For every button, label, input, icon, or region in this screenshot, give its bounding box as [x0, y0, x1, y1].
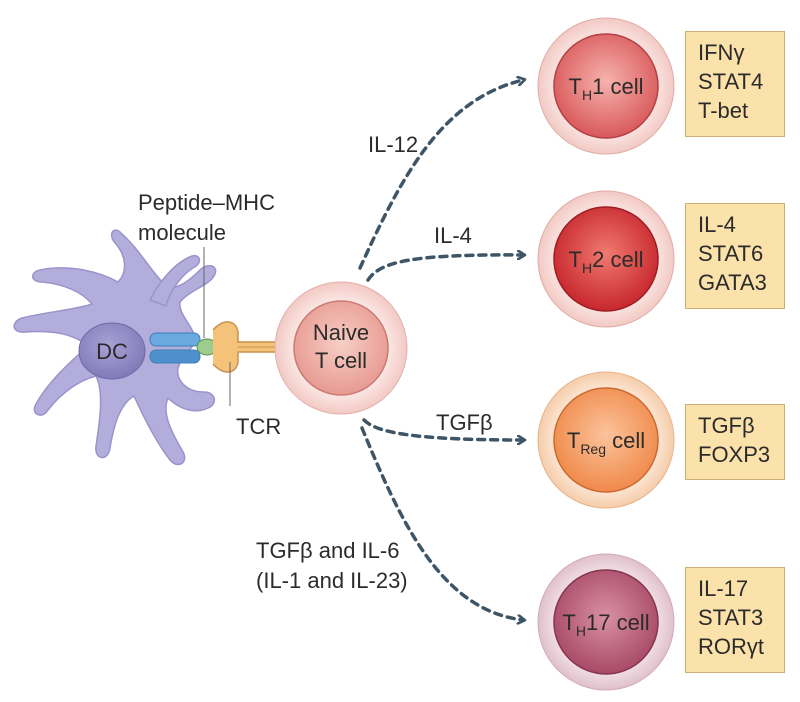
marker-box-th2: IL-4 STAT6 GATA3	[685, 203, 785, 309]
marker-item: IL-17	[698, 576, 749, 601]
marker-item: TGFβ	[698, 413, 755, 438]
differentiation-arrows	[358, 80, 523, 620]
cytokine-tgfb: TGFβ	[436, 410, 493, 435]
naive-label-line2: T cell	[315, 348, 367, 373]
treg-label: TReg cell	[567, 428, 645, 457]
marker-box-th17: IL-17 STAT3 RORγt	[685, 567, 785, 673]
th2-label: TH2 cell	[569, 247, 644, 276]
peptide-mhc-label-line2: molecule	[138, 220, 226, 245]
tcr-label: TCR	[236, 414, 281, 439]
marker-box-th1: IFNγ STAT4 T-bet	[685, 31, 785, 137]
dendritic-cell-filament	[148, 254, 201, 307]
arrow-th2	[366, 255, 523, 282]
cytokine-th17-line1: TGFβ and IL-6	[256, 538, 399, 563]
naive-label-line1: Naive	[313, 320, 369, 345]
treg-cell: TReg cell	[537, 371, 675, 509]
arrow-th1	[358, 80, 523, 270]
marker-box-treg: TGFβ FOXP3	[685, 404, 785, 480]
marker-item: IL-4	[698, 212, 736, 237]
marker-item: STAT4	[698, 69, 764, 94]
peptide-mhc-molecule	[149, 332, 218, 364]
arrow-treg	[362, 418, 523, 440]
cytokine-th17-line2: (IL-1 and IL-23)	[256, 568, 408, 593]
marker-item: RORγt	[698, 634, 764, 659]
cytokine-il12: IL-12	[368, 132, 418, 157]
marker-item: STAT6	[698, 241, 764, 266]
dendritic-cell: DC	[13, 229, 217, 466]
marker-item: IFNγ	[698, 40, 745, 65]
th17-label: TH17 cell	[562, 610, 649, 639]
marker-item: FOXP3	[698, 442, 771, 467]
th17-cell: TH17 cell	[537, 553, 675, 691]
th2-cell: TH2 cell	[537, 190, 675, 328]
dc-label: DC	[96, 339, 128, 364]
th1-label: TH1 cell	[569, 74, 644, 103]
th1-cell: TH1 cell	[537, 17, 675, 155]
marker-item: STAT3	[698, 605, 764, 630]
naive-t-cell: Naive T cell	[274, 281, 408, 415]
peptide-mhc-label-line1: Peptide–MHC	[138, 190, 275, 215]
marker-item: T-bet	[698, 98, 749, 123]
dendritic-cell-nucleus	[78, 322, 146, 380]
arrow-th17	[360, 426, 523, 620]
cytokine-il4: IL-4	[434, 223, 472, 248]
marker-item: GATA3	[698, 270, 767, 295]
